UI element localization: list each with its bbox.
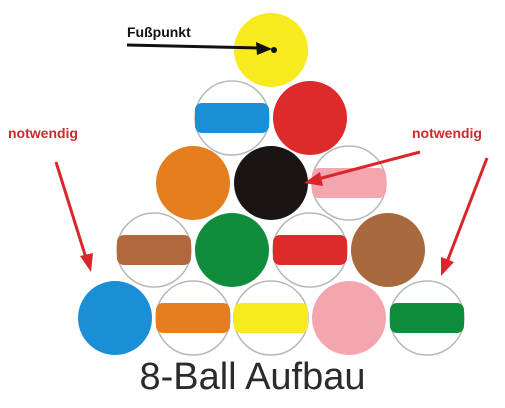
green-stripe-ball [389,280,465,356]
foot-spot-arrow [126,42,272,55]
eight-ball-arrow [304,150,421,186]
pink-solid-ball [312,281,386,355]
red-stripe-ball [272,212,348,288]
black-eight-ball [234,146,308,220]
orange-solid-ball [156,146,230,220]
blue-solid-ball [78,281,152,355]
blue-stripe-ball [194,80,270,156]
required-left-arrow [54,161,93,272]
required-left-label: notwendig [8,125,78,141]
foot-spot-label: Fußpunkt [127,24,191,40]
required-right-arrow [441,157,489,276]
yellow-stripe-ball [233,280,309,356]
pink-stripe-ball [311,145,387,221]
brown-solid-ball [351,213,425,287]
brown-stripe-ball [116,212,192,288]
orange-stripe-ball [155,280,231,356]
green-solid-ball [195,213,269,287]
required-right-label: notwendig [412,125,482,141]
diagram-caption: 8-Ball Aufbau [139,356,366,398]
red-solid-ball [273,81,347,155]
foot-spot-dot [271,47,277,53]
ball-rack [78,13,465,356]
